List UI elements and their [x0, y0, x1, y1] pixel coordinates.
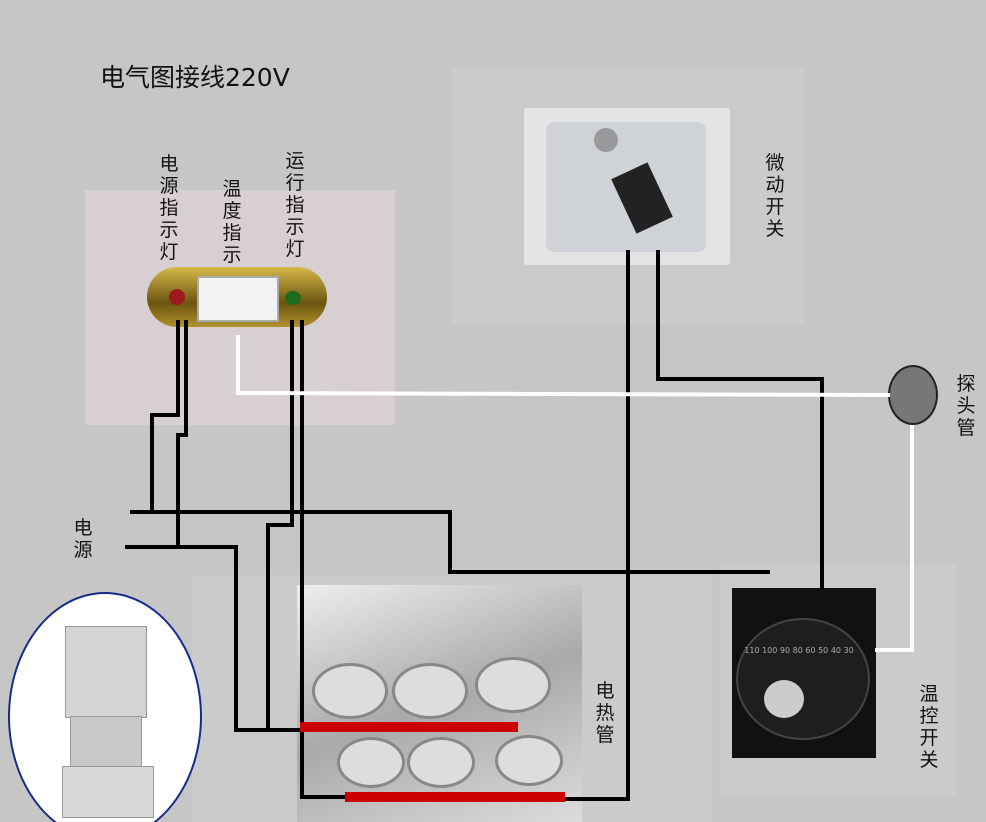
thermostat-label: 温控开关 [919, 683, 939, 771]
wire-run-indicator-1 [266, 320, 294, 730]
temp-indicator-label: 温度指示 [222, 178, 242, 266]
wire-power-line-2 [125, 545, 300, 732]
run-indicator-lamp [285, 291, 301, 305]
heating-tube-photo [297, 585, 582, 822]
wire-probe-thermostat [875, 425, 914, 652]
micro-switch-label: 微动开关 [765, 152, 785, 240]
wire-power-indicator-1 [150, 320, 180, 512]
dial-mark: 110 [744, 646, 760, 655]
power-indicator-lamp [169, 289, 185, 305]
water-boiler-image [65, 626, 147, 718]
run-indicator-label: 运行指示灯 [285, 150, 305, 260]
thermostat-dial [736, 618, 870, 740]
wire-micro-switch-2 [656, 250, 824, 590]
wire-temp-sensor [236, 335, 891, 397]
wire-micro-switch-1 [565, 250, 630, 801]
indicator-box [147, 267, 327, 327]
dial-mark: 50 [818, 646, 829, 655]
power-source-label: 电源 [73, 517, 93, 561]
temperature-gauge [197, 276, 279, 322]
dial-mark: 60 [805, 646, 816, 655]
thermostat-photo: 110 100 90 80 60 50 40 30 [732, 588, 876, 758]
micro-switch-photo [524, 108, 730, 265]
dial-mark: 100 [762, 646, 778, 655]
brand-logo [764, 680, 804, 718]
dial-mark: 90 [779, 646, 791, 655]
diagram-title: 电气图接线220V [100, 63, 290, 92]
power-indicator-label: 电源指示灯 [159, 153, 179, 263]
dial-mark: 30 [843, 646, 854, 655]
probe-tube-label: 探头管 [956, 373, 976, 439]
wire-power-indicator-2 [176, 320, 188, 547]
heating-tube-label: 电热管 [595, 680, 615, 746]
product-oval [8, 592, 202, 822]
wire-run-indicator-2 [300, 320, 345, 799]
dial-mark: 40 [830, 646, 842, 655]
dial-mark: 80 [792, 646, 803, 655]
wire-power-line-1 [130, 510, 770, 574]
